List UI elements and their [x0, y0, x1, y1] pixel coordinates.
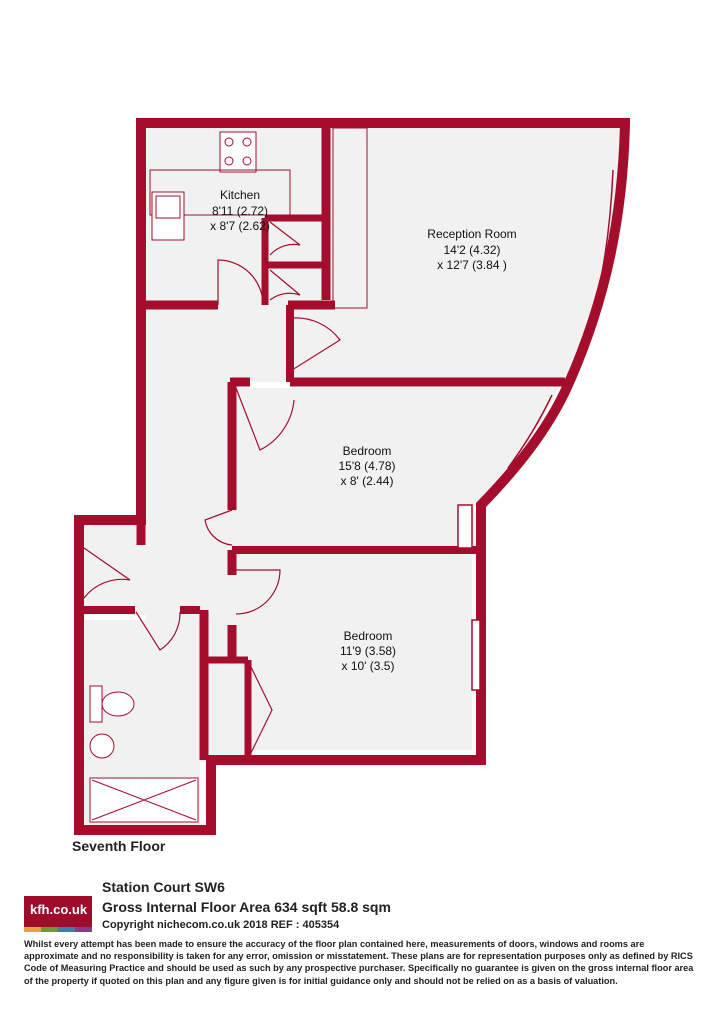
hob-ring — [224, 137, 234, 147]
bedroom-2-floor — [236, 552, 472, 750]
wardrobe-wall — [204, 656, 252, 760]
room-dim-kitchen-2: x 8'7 (2.62) — [210, 219, 270, 233]
reception-cupboard — [332, 127, 368, 309]
bedroom1-door — [235, 387, 295, 451]
reception-door — [291, 317, 341, 371]
doors — [83, 221, 341, 756]
room-label-bedroom-2: Bedroom — [344, 629, 393, 643]
logo-stripe — [24, 927, 92, 932]
bathroom-door — [135, 611, 181, 651]
room-dim-reception-1: 14'2 (4.32) — [444, 243, 501, 257]
bedroom-1-floor — [236, 388, 558, 548]
disclaimer: Whilst every attempt has been made to en… — [24, 939, 694, 986]
room-dim-bedroom-1-1: 15'8 (4.78) — [339, 459, 396, 473]
logo-text: kfh.co.uk — [30, 902, 88, 917]
floor-area: Gross Internal Floor Area 634 sqft 58.8 … — [102, 899, 391, 915]
room-dim-bedroom-2-1: 11'9 (3.58) — [340, 644, 396, 658]
room-dim-bedroom-2-2: x 10' (3.5) — [342, 659, 395, 673]
wardrobe-doors — [249, 664, 273, 756]
windows — [457, 169, 614, 691]
cupboard-door-1 — [269, 221, 301, 256]
toilet-cistern — [89, 685, 103, 723]
toilet-bowl — [101, 691, 135, 717]
property-title: Station Court SW6 — [102, 879, 225, 895]
room-label-kitchen: Kitchen — [220, 188, 260, 202]
property-info: Station Court SW6 Gross Internal Floor A… — [102, 877, 391, 933]
cupboard-door-2 — [269, 269, 301, 301]
fixtures — [89, 127, 368, 823]
reception-floor — [146, 128, 620, 382]
worktop — [149, 169, 291, 216]
kitchen-door — [217, 259, 264, 306]
bedroom2-window — [471, 619, 481, 691]
bedroom2-door — [235, 569, 281, 615]
reception-window — [589, 169, 614, 326]
room-label-reception: Reception Room — [427, 227, 516, 241]
hob — [219, 131, 257, 173]
wardrobe-floor — [208, 655, 248, 755]
room-label-bedroom-1: Bedroom — [343, 444, 392, 458]
basin — [89, 733, 115, 759]
walls — [74, 118, 631, 835]
hob-ring — [242, 156, 252, 166]
sink-bowl — [155, 195, 181, 219]
room-dim-bedroom-1-2: x 8' (2.44) — [341, 474, 394, 488]
copyright: Copyright nichecom.co.uk 2018 REF : 4053… — [102, 919, 340, 931]
floor-label: Seventh Floor — [72, 838, 166, 854]
room-dim-kitchen-1: 8'11 (2.72) — [212, 204, 268, 218]
bedroom1-door-2 — [204, 509, 233, 546]
bath-lines — [91, 779, 197, 821]
entrance-door — [83, 547, 131, 599]
cupboard-walls — [261, 214, 326, 305]
bedroom1-column — [457, 504, 473, 549]
outer-wall — [74, 118, 631, 835]
room-dim-reception-2: x 12'7 (3.84 ) — [437, 258, 507, 272]
kfh-logo[interactable]: kfh.co.uk — [24, 896, 92, 932]
hob-ring — [224, 156, 234, 166]
room-labels: Kitchen 8'11 (2.72) x 8'7 (2.62) Recepti… — [210, 188, 517, 673]
bedroom1-window — [507, 394, 553, 469]
hob-ring — [242, 137, 252, 147]
